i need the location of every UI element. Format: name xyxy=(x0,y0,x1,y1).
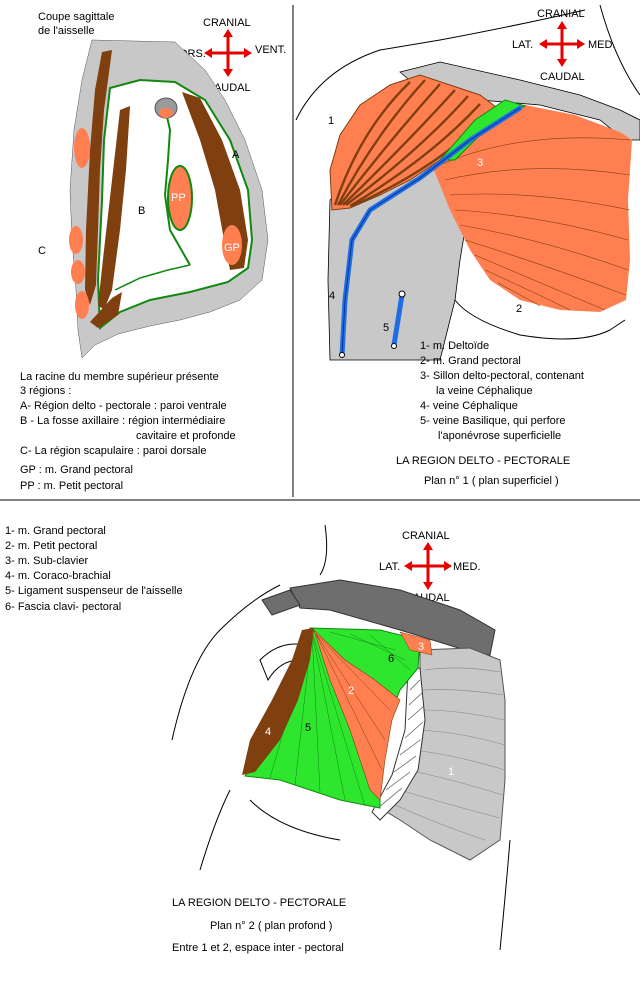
subclavius xyxy=(399,631,433,656)
panel2-legend-7: l'aponévrose superficielle xyxy=(438,430,561,442)
panel3-number-5: 5 xyxy=(305,722,311,734)
panel2-compass-bottom: CAUDAL xyxy=(540,71,585,83)
scapular-muscle-brown xyxy=(85,50,112,305)
fascia-line-2 xyxy=(114,264,191,291)
panel3-number-4: 4 xyxy=(265,726,271,738)
panel1-title-line1: Coupe sagittale xyxy=(38,11,114,23)
panel3-number-1: 1 xyxy=(448,766,454,778)
scapular-muscle-orange-2 xyxy=(69,226,83,254)
pectoralis-major-deep-fibers xyxy=(394,667,506,841)
panel1-compass-top: CRANIAL xyxy=(203,17,251,29)
panel3-legend-6: 6- Fascia clavi- pectoral xyxy=(5,601,121,613)
panel3-caption-title: LA REGION DELTO - PECTORALE xyxy=(172,897,346,909)
panel1-desc-5: cavitaire et profonde xyxy=(136,430,236,442)
label-region-B: B xyxy=(138,205,145,217)
panel1-title-line2: de l'aisselle xyxy=(38,25,95,37)
cephalic-vein-end xyxy=(339,352,345,358)
cut-hatching xyxy=(377,679,425,809)
panel1-desc-3: A- Région delto - pectorale : paroi vent… xyxy=(20,400,227,412)
pectoralis-minor xyxy=(313,629,401,801)
panel3-caption-note: Entre 1 et 2, espace inter - pectoral xyxy=(172,942,344,954)
panel2-number-5: 5 xyxy=(383,322,389,334)
panel3-number-3: 3 xyxy=(418,641,424,653)
panel2-number-3: 3 xyxy=(477,157,483,169)
panel3-compass-top: CRANIAL xyxy=(402,530,450,542)
fascia-line-1 xyxy=(163,111,191,266)
panel2-number-1: 1 xyxy=(328,115,334,127)
chest-outline xyxy=(454,299,626,340)
panel2-legend-6: 5- veine Basilique, qui perfore xyxy=(420,415,566,427)
label-region-A: A xyxy=(232,149,240,161)
panel1-desc-2: 3 régions : xyxy=(20,385,71,397)
coracobrachialis xyxy=(242,628,314,775)
panel1-desc-6: C- La région scapulaire : paroi dorsale xyxy=(20,445,207,457)
panel3-legend-1: 1- m. Grand pectoral xyxy=(5,525,106,537)
panel3-caption-sub: Plan n° 2 ( plan profond ) xyxy=(210,920,332,932)
panel2-compass-left: LAT. xyxy=(512,39,533,51)
panel3-legend-3: 3- m. Sub-clavier xyxy=(5,555,88,567)
torso-outline xyxy=(295,4,640,121)
scapular-muscle-brown-2 xyxy=(98,106,130,310)
panel-deep-plane: 1- m. Grand pectoral 2- m. Petit pectora… xyxy=(5,524,511,954)
panel1-desc-1: La racine du membre supérieur présente xyxy=(20,371,219,383)
label-GP: GP xyxy=(224,242,240,254)
panel1-desc-8: PP : m. Petit pectoral xyxy=(20,480,123,492)
panel2-legend-1: 1- m. Deltoïde xyxy=(420,340,489,352)
basilic-vein xyxy=(391,292,405,348)
pectoralis-major-orange xyxy=(222,225,242,265)
panel2-legend-5: 4- veine Céphalique xyxy=(420,400,518,412)
panel2-compass-top: CRANIAL xyxy=(537,8,585,20)
pectoralis-major-superficial xyxy=(430,104,632,312)
panel-superficial-plane: CRANIAL LAT. MED. CAUDAL 1 2 3 4 5 1- m.… xyxy=(295,4,640,487)
clavicle xyxy=(289,579,496,656)
pectoralis-minor-fibers xyxy=(315,633,391,771)
scapular-muscle-brown-3 xyxy=(90,292,122,328)
panel3-compass-right: MED. xyxy=(453,561,481,573)
panel3-number-2: 2 xyxy=(348,685,354,697)
panel2-caption-title: LA REGION DELTO - PECTORALE xyxy=(396,455,570,467)
pectoralis-major-cut xyxy=(371,667,426,821)
label-PP: PP xyxy=(171,192,186,204)
panel3-compass-left: LAT. xyxy=(379,561,400,573)
basilic-vein-perforation xyxy=(398,290,406,298)
pectoralis-minor-section xyxy=(167,165,193,231)
cephalic-vein-outline xyxy=(341,107,521,356)
scapular-muscle-orange-1 xyxy=(74,128,90,168)
label-region-C: C xyxy=(38,245,46,257)
panel1-desc-4: B - La fosse axillaire : région interméd… xyxy=(20,415,225,427)
pectoralis-fibers xyxy=(439,137,631,311)
panel2-legend-3: 3- Sillon delto-pectoral, contenant xyxy=(420,370,584,382)
panel3-legend-4: 4- m. Coraco-brachial xyxy=(5,570,111,582)
deep-body-outline xyxy=(171,524,511,951)
panel-sagittal-section: Coupe sagittale de l'aisselle CRANIAL DO… xyxy=(20,11,286,492)
panel2-legend-4: la veine Céphalique xyxy=(436,385,533,397)
basilic-vein-end xyxy=(391,343,397,349)
acromion xyxy=(261,589,301,616)
panel3-legend-5: 5- Ligament suspenseur de l'aisselle xyxy=(5,585,183,597)
subclavius-section xyxy=(159,108,173,118)
panel2-number-4: 4 xyxy=(329,290,335,302)
panel2-compass: CRANIAL LAT. MED. CAUDAL xyxy=(512,8,616,83)
scapular-muscle-orange-4 xyxy=(75,291,89,319)
panel2-number-2: 2 xyxy=(516,303,522,315)
panel3-number-6: 6 xyxy=(388,653,394,665)
panel2-compass-right: MED. xyxy=(588,39,616,51)
panel2-legend-2: 2- m. Grand pectoral xyxy=(420,355,521,367)
panel1-compass-right: VENT. xyxy=(255,44,286,56)
panel2-caption-sub: Plan n° 1 ( plan superficiel ) xyxy=(424,475,559,487)
scapular-muscle-orange-3 xyxy=(71,260,85,284)
panel1-desc-7: GP : m. Grand pectoral xyxy=(20,464,133,476)
panel3-legend-2: 2- m. Petit pectoral xyxy=(5,540,97,552)
